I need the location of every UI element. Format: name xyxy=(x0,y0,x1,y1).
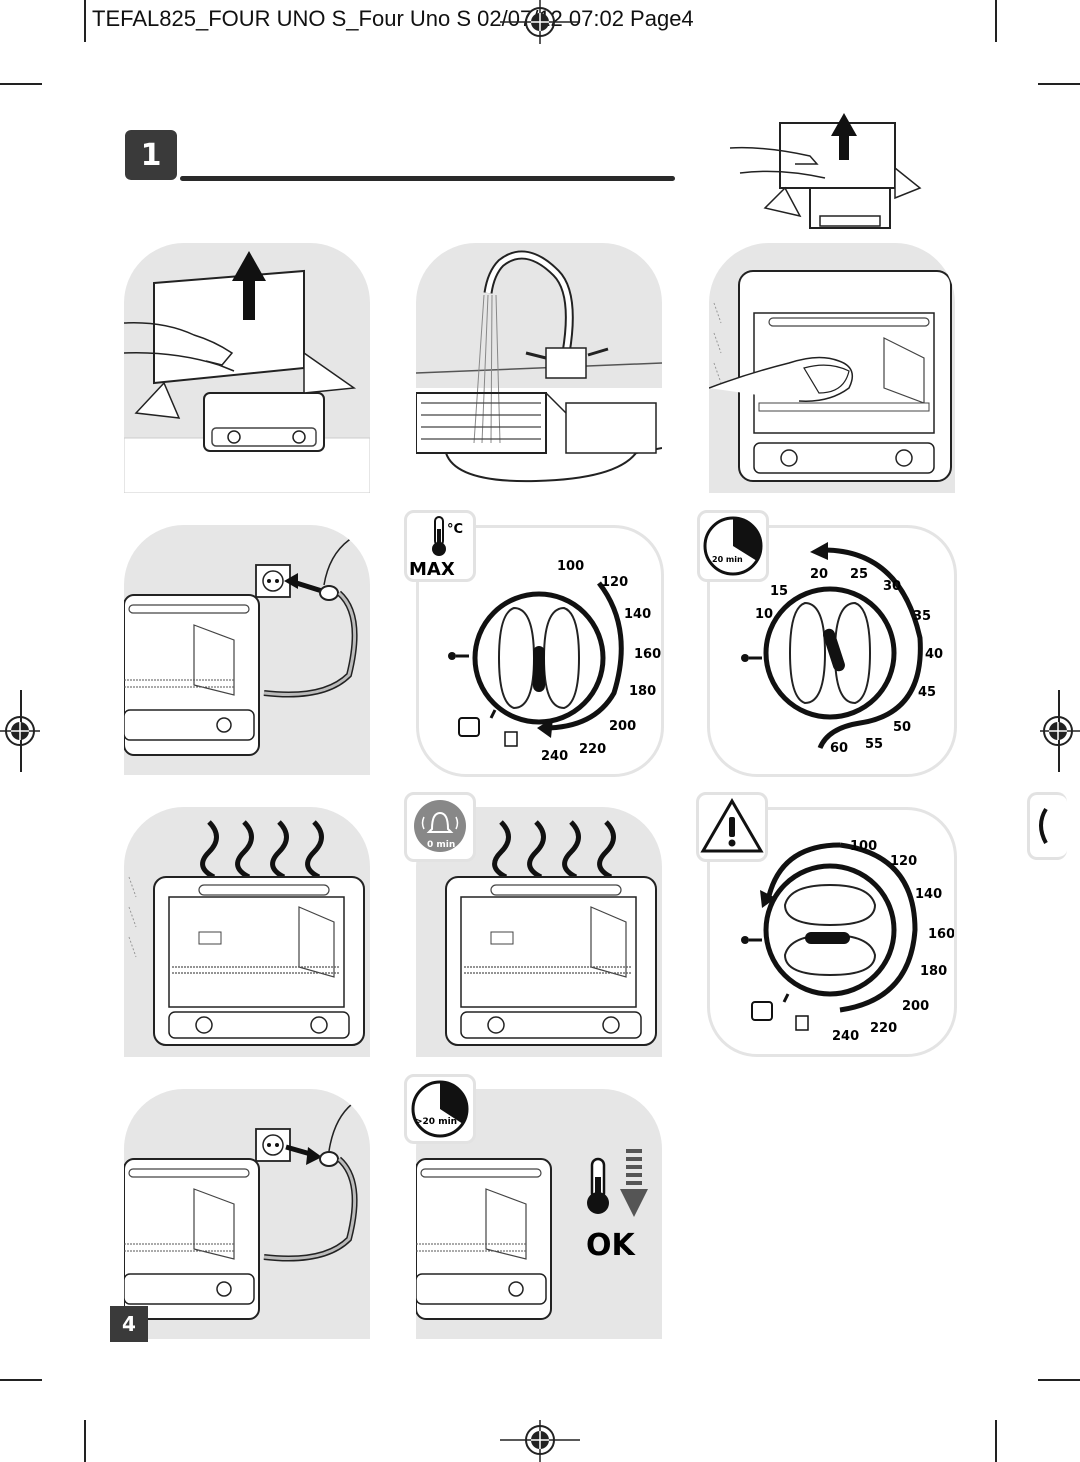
warning-scale-label: 240 xyxy=(832,1029,859,1044)
thermostat-scale-label: 200 xyxy=(609,719,636,734)
registration-mark-icon xyxy=(500,0,580,44)
timer-icon-label: 20 min xyxy=(712,555,743,564)
crop-mark xyxy=(0,1379,42,1381)
header-text: TEFAL825_FOUR UNO S_Four Uno S 02/07/12 … xyxy=(92,6,694,31)
warning-scale-label: 160 xyxy=(928,927,954,942)
page-number-badge: 4 xyxy=(110,1306,148,1342)
cooldown-panel: OK xyxy=(416,1089,662,1339)
registration-mark-icon xyxy=(0,716,40,746)
cooldown-icon-label: >20 min xyxy=(415,1117,457,1127)
timer-scale-label: 55 xyxy=(865,737,883,752)
washing-accessories-panel xyxy=(416,243,662,493)
warning-scale-label: 140 xyxy=(915,887,942,902)
warning-scale-label: 180 xyxy=(920,964,947,979)
timer-scale-label: 40 xyxy=(925,647,943,662)
thermometer-max-icon-box: °C MAX xyxy=(404,510,476,582)
thermostat-scale-label: 180 xyxy=(629,684,656,699)
timer-scale-label: 60 xyxy=(830,741,848,756)
step-title-rule xyxy=(180,176,675,181)
warning-triangle-icon-box xyxy=(696,792,768,862)
timer-scale-label: 45 xyxy=(918,685,936,700)
thermostat-scale-label: 240 xyxy=(541,749,568,764)
crop-mark xyxy=(995,1420,997,1462)
warning-scale-label: 200 xyxy=(902,999,929,1014)
timer-scale-label: 10 xyxy=(755,607,773,622)
bell-label: 0 min xyxy=(427,840,455,850)
unboxing-panel xyxy=(124,243,370,493)
thermostat-scale-label: 220 xyxy=(579,742,606,757)
warning-scale-label: 100 xyxy=(850,839,877,854)
crop-mark xyxy=(84,1420,86,1462)
crop-mark xyxy=(1038,83,1080,85)
first-heating-panel xyxy=(124,807,370,1057)
crop-mark xyxy=(1038,1379,1080,1381)
warning-scale-label: 220 xyxy=(870,1021,897,1036)
thermostat-scale-label: 140 xyxy=(624,607,651,622)
unboxing-thumbnail-illustration xyxy=(729,113,922,229)
thermostat-scale-label: 120 xyxy=(601,575,628,590)
timer-20min-plus-icon-box: >20 min xyxy=(404,1074,476,1144)
warning-scale-label: 120 xyxy=(890,854,917,869)
timer-scale-label: 15 xyxy=(770,584,788,599)
registration-mark-icon xyxy=(500,1420,580,1462)
timer-scale-label: 35 xyxy=(913,609,931,624)
thermostat-scale-label: 100 xyxy=(557,559,584,574)
timer-scale-label: 50 xyxy=(893,720,911,735)
bell-icon-box: 0 min xyxy=(404,792,476,862)
timer-20min-icon-box: 20 min xyxy=(697,510,769,582)
bell-ring-panel xyxy=(416,807,662,1057)
thermostat-unit-label: °C xyxy=(447,522,463,537)
crop-mark xyxy=(84,0,86,42)
plug-in-panel xyxy=(124,525,370,775)
wiping-interior-panel xyxy=(709,243,955,493)
timer-scale-label: 30 xyxy=(883,579,901,594)
thermostat-scale-label: 160 xyxy=(634,647,661,662)
registration-mark-icon xyxy=(1040,716,1080,746)
ok-label: OK xyxy=(586,1228,637,1263)
crop-mark xyxy=(0,83,42,85)
warning-dial-panel: 100 120 140 160 180 200 220 240 xyxy=(707,807,957,1057)
unplug-panel xyxy=(124,1089,370,1339)
step-number-badge: 1 xyxy=(125,130,177,180)
timer-scale-label: 20 xyxy=(810,567,828,582)
timer-scale-label: 25 xyxy=(850,567,868,582)
partial-icon-box xyxy=(1027,792,1067,860)
crop-mark xyxy=(995,0,997,42)
thermostat-max-label: MAX xyxy=(409,559,455,579)
